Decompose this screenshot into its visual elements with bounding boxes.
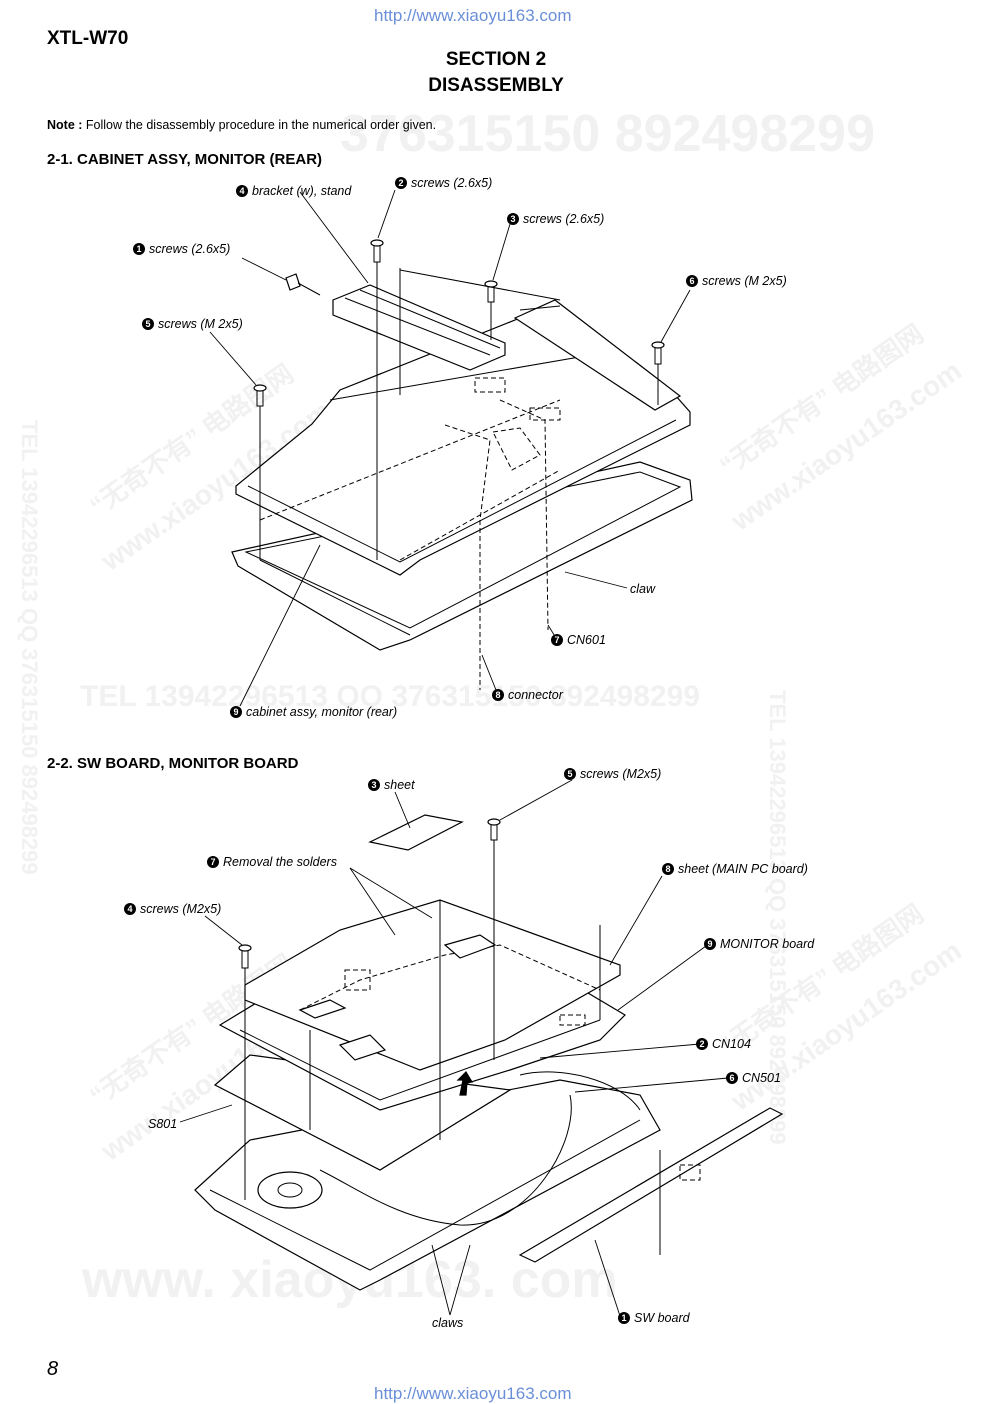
callout-text: CN104	[712, 1037, 751, 1051]
step-number-badge: 1	[133, 243, 145, 255]
callout-text: screws (2.6x5)	[411, 176, 493, 190]
model-number: XTL-W70	[47, 28, 129, 49]
callout-text: screws (2.6x5)	[523, 212, 605, 226]
callout-text: connector	[508, 688, 563, 702]
callout-s801: S801	[148, 1117, 178, 1131]
callout-text: screws (M2x5)	[580, 767, 662, 781]
callout-text: screws (2.6x5)	[149, 242, 231, 256]
callout-text: SW board	[634, 1311, 690, 1325]
step-number-badge: 9	[230, 706, 242, 718]
callout-bracket-stand: 4 bracket (w), stand	[236, 184, 351, 198]
top-url-link[interactable]: http://www.xiaoyu163.com	[374, 6, 572, 25]
section2-heading: 2-2. SW BOARD, MONITOR BOARD	[47, 755, 299, 772]
callout-screws-5: 5 screws (M 2x5)	[142, 317, 243, 331]
step-number-badge: 1	[618, 1312, 630, 1324]
callout-monitor-board: 9 MONITOR board	[704, 937, 814, 951]
screw-5	[253, 384, 267, 560]
step-number-badge: 8	[662, 863, 674, 875]
step-number-badge: 2	[395, 177, 407, 189]
callout-text: Removal the solders	[223, 855, 337, 869]
step-number-badge: 3	[368, 779, 380, 791]
figure-cabinet-rear	[209, 189, 693, 707]
note: Note : Follow the disassembly procedure …	[47, 118, 436, 132]
watermark-tel-mid: TEL 13942296513 QQ 376315150 892498299	[80, 680, 700, 713]
callout-cn601: 7 CN601	[551, 633, 606, 647]
step-number-badge: 9	[704, 938, 716, 950]
screw-1	[285, 273, 321, 296]
callout-screws-2: 2 screws (2.6x5)	[395, 176, 492, 190]
callout-sheet: 3 sheet	[368, 778, 415, 792]
callout-sw-board: 1 SW board	[618, 1311, 690, 1325]
note-label: Note :	[47, 118, 83, 132]
section-title: DISASSEMBLY	[428, 75, 564, 96]
callout-text: bracket (w), stand	[252, 184, 352, 198]
screw-4-fig2	[487, 818, 501, 1060]
step-number-badge: 4	[124, 903, 136, 915]
callout-text: screws (M 2x5)	[702, 274, 787, 288]
callout-removal-solders: 7 Removal the solders	[207, 855, 337, 869]
callout-text: cabinet assy, monitor (rear)	[246, 705, 398, 719]
bottom-url-link[interactable]: http://www.xiaoyu163.com	[374, 1384, 572, 1403]
callout-claw: claw	[630, 582, 656, 596]
callout-text: screws (M2x5)	[140, 902, 222, 916]
callout-claws: claws	[432, 1316, 464, 1330]
callout-screws-m2x5-5: 4 screws (M2x5)	[124, 902, 221, 916]
callout-text: CN501	[742, 1071, 781, 1085]
callout-screws-3: 3 screws (2.6x5)	[507, 212, 604, 226]
callout-text: MONITOR board	[720, 937, 815, 951]
note-text: Follow the disassembly procedure in the …	[85, 118, 437, 132]
section1-heading: 2-1. CABINET ASSY, MONITOR (REAR)	[47, 151, 323, 168]
callout-connector: 8 connector	[492, 688, 563, 702]
callout-text: CN601	[567, 633, 606, 647]
figure-sw-monitor-board	[179, 779, 784, 1317]
callout-screws-6: 6 screws (M 2x5)	[686, 274, 787, 288]
callout-cabinet-assy: 9 cabinet assy, monitor (rear)	[230, 705, 397, 719]
section-number: SECTION 2	[445, 49, 547, 70]
screw-6	[651, 341, 665, 405]
screw-5-fig2	[238, 944, 252, 1200]
step-number-badge: 6	[726, 1072, 738, 1084]
callout-text: screws (M 2x5)	[158, 317, 243, 331]
step-number-badge: 7	[207, 856, 219, 868]
step-number-badge: 7	[551, 634, 563, 646]
callout-cn501: 6 CN501	[726, 1071, 781, 1085]
step-number-badge: 2	[696, 1038, 708, 1050]
page-number: 8	[47, 1358, 59, 1380]
screw-2	[370, 239, 384, 560]
callout-text: sheet (MAIN PC board)	[678, 862, 808, 876]
callout-sheet-main-pc: 8 sheet (MAIN PC board)	[662, 862, 808, 876]
step-number-badge: 6	[686, 275, 698, 287]
callout-screws-m2x5-4: 5 screws (M2x5)	[564, 767, 661, 781]
step-number-badge: 3	[507, 213, 519, 225]
callout-text: sheet	[384, 778, 415, 792]
callout-screws-1: 1 screws (2.6x5)	[133, 242, 230, 256]
step-number-badge: 4	[236, 185, 248, 197]
callout-cn104: 2 CN104	[696, 1037, 751, 1051]
step-number-badge: 8	[492, 689, 504, 701]
step-number-badge: 5	[564, 768, 576, 780]
step-number-badge: 5	[142, 318, 154, 330]
watermark-digits-top: 376315150 892498299	[340, 105, 876, 163]
